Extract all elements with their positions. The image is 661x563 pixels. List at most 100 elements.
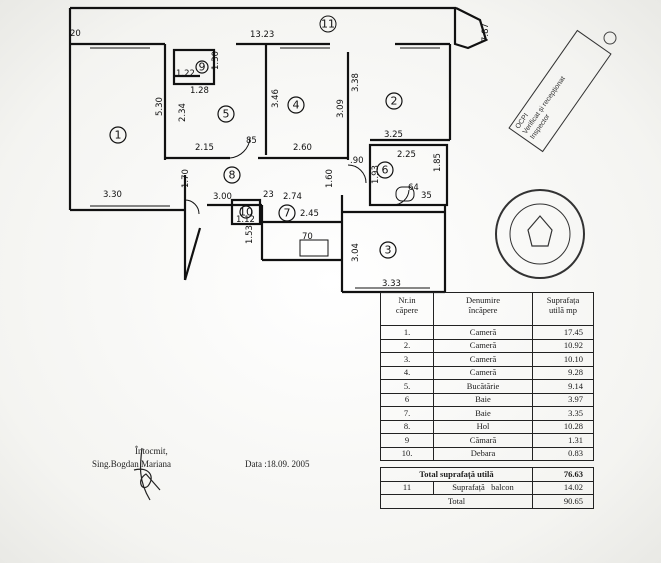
prepared-by-name: Sing.Bogdan Mariana [92, 459, 171, 469]
room-number: 1 [115, 129, 122, 142]
balcony-number: 11 [321, 18, 335, 31]
room-name: Cameră [433, 325, 533, 340]
room-area: 3.97 [532, 392, 594, 407]
dim-label: 35 [421, 191, 432, 201]
total-util-label: Total suprafață utilă [380, 467, 533, 482]
dim-label: 2.60 [293, 143, 312, 153]
room-name: Bucătărie [433, 379, 533, 394]
room-area: 10.28 [532, 419, 594, 434]
total-value: 90.65 [532, 494, 594, 509]
room-name: Cameră [433, 352, 533, 367]
dim-label: 2.15 [195, 143, 214, 153]
total-label: Total [380, 494, 533, 509]
room-number-circle [239, 205, 253, 219]
small-circle-mark [603, 31, 617, 45]
room-number: 9 [199, 61, 206, 74]
dim-label: 1.22 [176, 69, 195, 79]
room-name: Cameră [433, 338, 533, 353]
dim-label: 3.38 [351, 73, 361, 92]
dim-label: 1.60 [325, 169, 335, 188]
room-area: 9.14 [532, 379, 594, 394]
room-number: 3 [385, 244, 392, 257]
dim-label: 70 [302, 232, 313, 242]
dim-label: 5.30 [155, 97, 165, 116]
room-nr: 1. [380, 325, 434, 340]
dim-label: 3.33 [382, 279, 401, 289]
dim-label: 1.28 [190, 86, 209, 96]
round-seal-stamp [495, 189, 585, 279]
dim-top-overall: 13.23 [250, 30, 274, 40]
room-area: 3.35 [532, 406, 594, 421]
balcony-label: Suprafață balcon [433, 480, 533, 495]
room-name: Cămară [433, 433, 533, 448]
room-area: 10.10 [532, 352, 594, 367]
dim-label: 2.45 [300, 209, 319, 219]
dim-label: 7.87 [481, 23, 491, 42]
room-number: 2 [391, 95, 398, 108]
room-number-circle [379, 241, 397, 259]
dim-label: 3.25 [384, 130, 403, 140]
dim-label: 23 [263, 190, 274, 200]
room-nr: 5. [380, 379, 434, 394]
balcony-value: 14.02 [532, 480, 594, 495]
dim-label: 1.12 [236, 215, 255, 225]
room-number-circle [376, 161, 394, 179]
room-area: 9.28 [532, 365, 594, 380]
dim-label: 1.85 [433, 153, 443, 172]
room-nr: 8. [380, 419, 434, 434]
room-number-circle [217, 105, 235, 123]
room-number-circle [195, 60, 209, 74]
room-number-circle [287, 96, 305, 114]
handwritten-signature [133, 447, 161, 501]
room-name: Baie [433, 392, 533, 407]
room-nr: 6 [380, 392, 434, 407]
date-label: Data :18.09. 2005 [245, 459, 310, 469]
room-number: 8 [229, 169, 236, 182]
room-nr: 10. [380, 446, 434, 461]
room-nr: 4. [380, 365, 434, 380]
room-nr: 2. [380, 338, 434, 353]
room-number: 5 [223, 108, 230, 121]
room-name: Debara [433, 446, 533, 461]
room-area: 17.45 [532, 325, 594, 340]
dim-label: 20 [70, 29, 81, 39]
dim-label: 3.04 [351, 243, 361, 262]
balcony-nr: 11 [380, 480, 434, 495]
dim-label: 3.09 [336, 99, 346, 118]
room-number: 6 [382, 164, 389, 177]
dim-label: .90 [350, 156, 364, 166]
room-name: Cameră [433, 365, 533, 380]
room-number: 4 [293, 99, 300, 112]
dim-label: 1.30 [211, 51, 221, 70]
dim-label: 1.53 [245, 225, 255, 244]
dim-label: 2.34 [178, 103, 188, 122]
room-number: 7 [284, 207, 291, 220]
room-nr: 7. [380, 406, 434, 421]
room-nr: 3. [380, 352, 434, 367]
dim-label: 1.70 [181, 169, 191, 188]
dim-label: 3.46 [271, 89, 281, 108]
dim-label: 64 [408, 183, 419, 193]
dim-label: 1.93 [371, 165, 381, 184]
dim-label: 2.74 [283, 192, 302, 202]
dim-label: 2.25 [397, 150, 416, 160]
room-nr: 9 [380, 433, 434, 448]
room-number-circle [223, 166, 241, 184]
room-name: Baie [433, 406, 533, 421]
dim-label: 85 [246, 136, 257, 146]
